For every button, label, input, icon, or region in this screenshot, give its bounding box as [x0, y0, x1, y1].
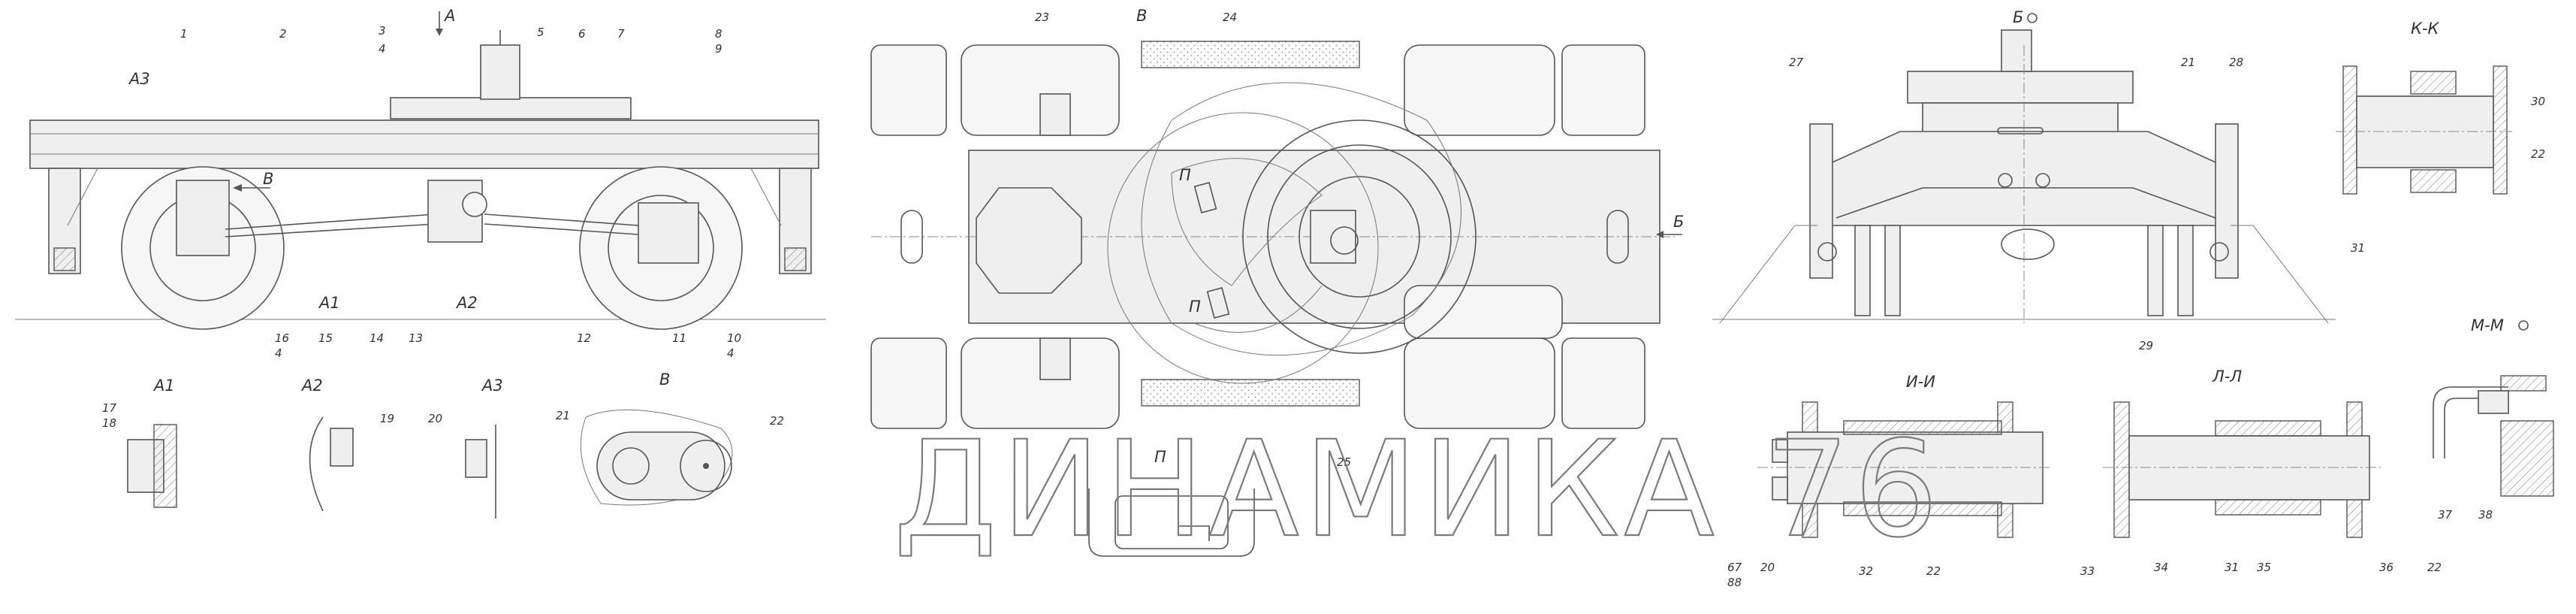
view-marker-icon [2027, 13, 2038, 23]
callout-25: 25 [1337, 455, 1351, 469]
watermark-text: ДИНАМИКА 76 [894, 413, 1943, 567]
callout-67: 67 [1727, 561, 1742, 574]
callout-7: 7 [617, 27, 625, 41]
callout-21: 21 [556, 409, 570, 422]
detail-a2-label: А2 [300, 377, 323, 395]
callout-11: 11 [672, 331, 686, 345]
side-view-labels: А А3 В А1 А2 1 2 3 4 5 6 7 8 9 16 4 15 1… [128, 7, 741, 360]
callout-10: 10 [727, 331, 741, 345]
detail-b-label: В [659, 371, 670, 389]
callout-4-right: 4 [727, 346, 734, 360]
section-ll-labels: Л-Л 34 31 35 36 22 [2154, 367, 2442, 574]
callout-23: 23 [1035, 11, 1049, 24]
end-view-b-label: Б [2013, 8, 2023, 26]
callout-34: 34 [2154, 561, 2168, 574]
plan-arrow-b-label: Б [1673, 213, 1684, 231]
callout-32: 32 [1859, 564, 1873, 578]
view-a3-label: А3 [128, 70, 150, 88]
callout-38: 38 [2478, 508, 2493, 522]
callout-35: 35 [2257, 561, 2271, 574]
section-ii-labels: И-И 67 88 20 32 22 33 [1727, 373, 2095, 589]
callout-3: 3 [379, 24, 386, 38]
callout-22: 22 [770, 414, 784, 428]
callout-17: 17 [102, 401, 117, 415]
callout-6: 6 [578, 27, 586, 41]
callout-30: 30 [2531, 95, 2545, 108]
callout-4-left: 4 [275, 346, 282, 360]
callout-1: 1 [180, 27, 188, 41]
side-view [15, 11, 826, 330]
section-kk-label: К-К [2411, 20, 2439, 38]
section-ll-label: Л-Л [2212, 367, 2242, 386]
callout-29: 29 [2139, 339, 2153, 352]
callout-36: 36 [2379, 561, 2394, 574]
callout-4: 4 [379, 42, 386, 56]
detail-view-labels: А1 А2 А3 В 17 18 19 20 21 22 [102, 371, 784, 430]
callout-16: 16 [275, 331, 289, 345]
callout-9: 9 [715, 42, 722, 56]
section-ii-label: И-И [1906, 373, 1935, 391]
callout-33: 33 [2080, 564, 2095, 578]
callout-12: 12 [577, 331, 591, 345]
callout-19: 19 [380, 412, 394, 425]
callout-21-end: 21 [2181, 56, 2195, 69]
callout-5: 5 [537, 26, 544, 39]
section-mm [2433, 375, 2554, 497]
callout-18: 18 [102, 416, 116, 430]
plan-p3-label: П [1154, 448, 1166, 466]
view-arrow-a-label: А [443, 7, 455, 25]
callout-15: 15 [318, 331, 333, 345]
callout-37: 37 [2438, 508, 2453, 522]
callout-13: 13 [409, 331, 423, 345]
callout-8: 8 [715, 27, 722, 41]
view-b-label: В [263, 170, 273, 188]
section-kk-labels: К-К 30 22 31 [2351, 20, 2545, 255]
plan-view [870, 41, 1682, 557]
callout-20: 20 [428, 412, 442, 425]
callout-20-ii: 20 [1760, 561, 1775, 574]
end-view-labels: Б 27 21 28 29 [1789, 8, 2243, 352]
callout-28: 28 [2229, 56, 2243, 69]
detail-a1-label: А1 [152, 377, 175, 395]
section-ll [2103, 401, 2381, 538]
plan-b-label: В [1136, 7, 1147, 25]
section-mm-labels: М-М 37 38 [2438, 316, 2529, 522]
section-mm-marker-icon [2518, 320, 2529, 331]
end-view [1712, 29, 2336, 324]
plan-p2-label: П [1189, 298, 1201, 316]
view-a1-label: А1 [318, 294, 340, 312]
section-kk [2336, 65, 2512, 195]
callout-24: 24 [1223, 11, 1237, 24]
detail-views [127, 409, 733, 519]
watermark: ДИНАМИКА 76 [893, 112, 1943, 567]
callout-2: 2 [279, 27, 287, 41]
callout-31-ll: 31 [2225, 561, 2239, 574]
detail-a3-label: А3 [481, 377, 503, 395]
view-a2-label: А2 [455, 294, 478, 312]
section-mm-label: М-М [2471, 316, 2504, 334]
section-ii [1757, 401, 2050, 538]
callout-88: 88 [1727, 576, 1742, 589]
callout-22-kk: 22 [2531, 147, 2545, 161]
callout-22-ii: 22 [1926, 564, 1941, 578]
callout-22-ll: 22 [2427, 561, 2442, 574]
callout-14: 14 [370, 331, 384, 345]
callout-31-kk: 31 [2351, 241, 2365, 255]
plan-view-labels: В П П П Б 23 24 25 [1035, 7, 1684, 469]
callout-27: 27 [1789, 56, 1804, 69]
plan-p1-label: П [1179, 166, 1191, 184]
